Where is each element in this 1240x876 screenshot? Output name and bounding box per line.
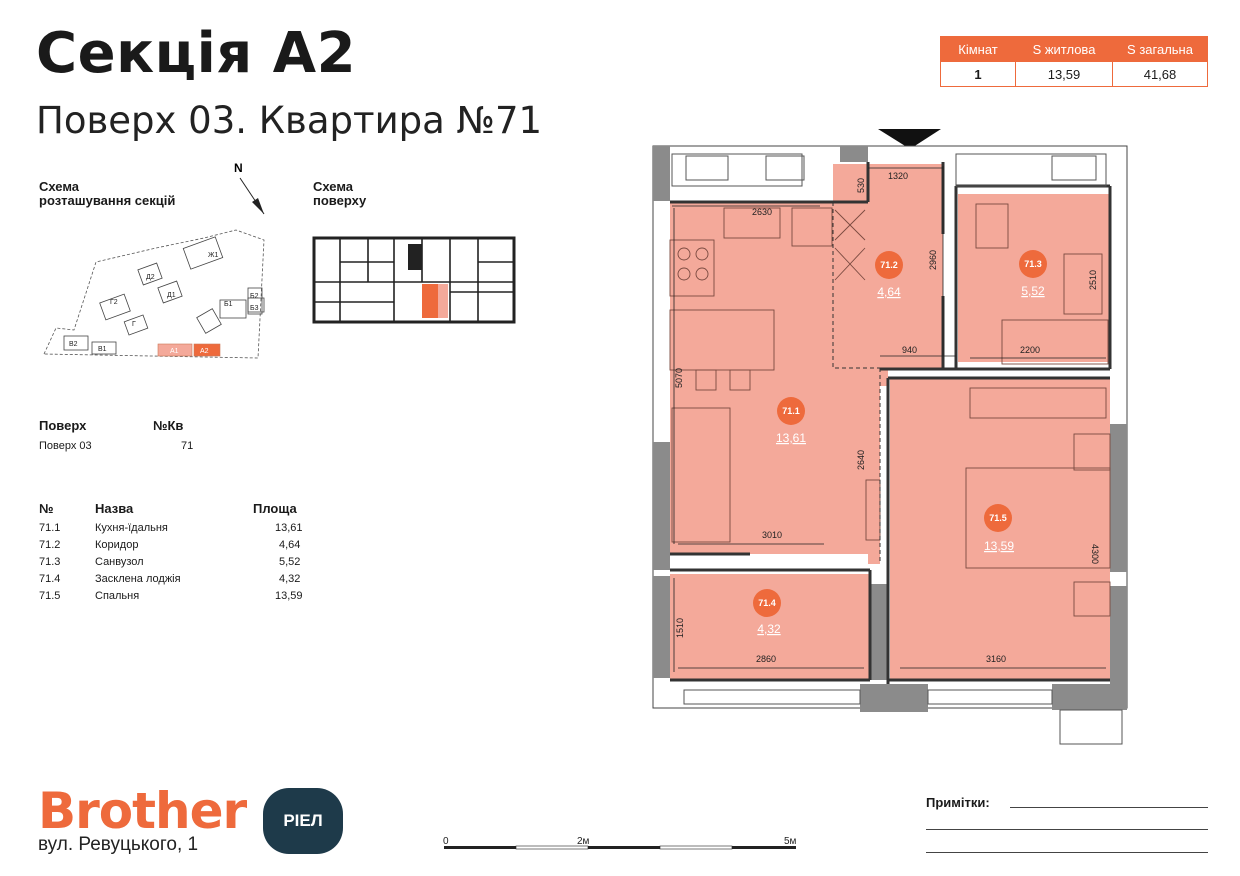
dimension-label: 5070 xyxy=(674,368,684,388)
dimension-label: 1510 xyxy=(675,618,685,638)
apartment-number-label: №Кв xyxy=(153,418,184,433)
living-area-header: S житлова xyxy=(1015,36,1113,62)
apartment-number-value: 71 xyxy=(181,440,194,452)
scale-label-2m: 2м xyxy=(577,836,590,847)
notes-line xyxy=(926,829,1208,830)
room-area-71-1: 13,61 xyxy=(776,431,806,445)
living-area-value: 13,59 xyxy=(1015,61,1113,87)
dimension-label: 4300 xyxy=(1090,544,1100,564)
dimension-label: 2860 xyxy=(756,654,776,664)
dimension-label: 2640 xyxy=(856,450,866,470)
rooms-table-header-no: № xyxy=(39,501,54,516)
total-area-value: 41,68 xyxy=(1112,61,1208,87)
rooms-table-header-name: Назва xyxy=(95,501,134,516)
summary-table: Кімнат S житлова S загальна 1 13,59 41,6… xyxy=(940,36,1208,87)
floor-value: Поверх 03 xyxy=(39,440,92,452)
section-title: Секція А2 xyxy=(36,21,357,86)
section-label-v1: В1 xyxy=(98,346,107,353)
room-badge-71-4: 71.4 xyxy=(758,598,776,608)
section-label-d2: Д2 xyxy=(146,274,155,281)
dimension-label: 3010 xyxy=(762,530,782,540)
room-badge-71-3: 71.3 xyxy=(1024,259,1042,269)
address: вул. Ревуцького, 1 xyxy=(38,834,199,855)
room-area-71-4: 4,32 xyxy=(757,622,781,636)
rooms-table-header-area: Площа xyxy=(253,501,297,516)
room-area-71-3: 5,52 xyxy=(1021,284,1045,298)
north-arrow-icon xyxy=(239,177,265,215)
dimension-label: 2960 xyxy=(928,250,938,270)
section-label-g2: Г2 xyxy=(110,299,118,306)
scale-label-0: 0 xyxy=(443,836,449,847)
floor-label: Поверх xyxy=(39,418,87,433)
room-badge-71-2: 71.2 xyxy=(880,260,898,270)
section-label-b2: Б2 xyxy=(250,293,259,300)
north-label: N xyxy=(234,161,243,175)
notes-line xyxy=(926,852,1208,853)
total-area-header: S загальна xyxy=(1112,36,1208,62)
section-label-b1: Б1 xyxy=(224,301,233,308)
room-area-71-2: 4,64 xyxy=(877,285,901,299)
notes-label: Примітки: xyxy=(926,795,990,810)
riel-badge: РІЕЛ xyxy=(263,788,343,854)
room-area-71-5: 13,59 xyxy=(984,539,1014,553)
section-label-g: Г xyxy=(132,321,136,328)
dimension-label: 1320 xyxy=(888,171,908,181)
room-badge-71-1: 71.1 xyxy=(782,406,800,416)
room-badge-71-5: 71.5 xyxy=(989,513,1007,523)
section-label-a1: А1 xyxy=(170,348,179,355)
apartment-subtitle: Поверх 03. Квартира №71 xyxy=(36,99,543,142)
section-label-a2: А2 xyxy=(200,348,209,355)
floor-scheme-map xyxy=(312,236,516,324)
dimension-label: 530 xyxy=(856,178,866,193)
scale-label-5m: 5м xyxy=(784,836,797,847)
section-label-v2: В2 xyxy=(69,341,78,348)
sections-scheme-title: Схема розташування секцій xyxy=(39,179,176,208)
notes-line xyxy=(1010,807,1208,808)
entrance-arrow-icon xyxy=(878,129,941,149)
brand-logo: Brother xyxy=(38,782,247,840)
dimension-label: 2510 xyxy=(1088,270,1098,290)
dimension-label: 3160 xyxy=(986,654,1006,664)
section-label-b3: Б3 xyxy=(250,305,259,312)
section-label-d1: Д1 xyxy=(167,292,176,299)
sections-scheme-map: N Ж1 Д2 Д1 Г2 Г В2 В1 Б1 Б2 Б3 А1 А2 xyxy=(43,161,265,359)
rooms-count-value: 1 xyxy=(940,61,1016,87)
scale-bar: 0 2м 5м xyxy=(443,836,797,850)
dimension-label: 2200 xyxy=(1020,345,1040,355)
floor-scheme-title: Схема поверху xyxy=(313,179,367,208)
dimension-label: 2630 xyxy=(752,207,772,217)
rooms-count-header: Кімнат xyxy=(940,36,1016,62)
dimension-label: 940 xyxy=(902,345,917,355)
section-label-zh1: Ж1 xyxy=(208,252,218,259)
apartment-floor-plan: 1320 530 2630 2960 2510 940 2200 5070 26… xyxy=(652,129,1128,745)
